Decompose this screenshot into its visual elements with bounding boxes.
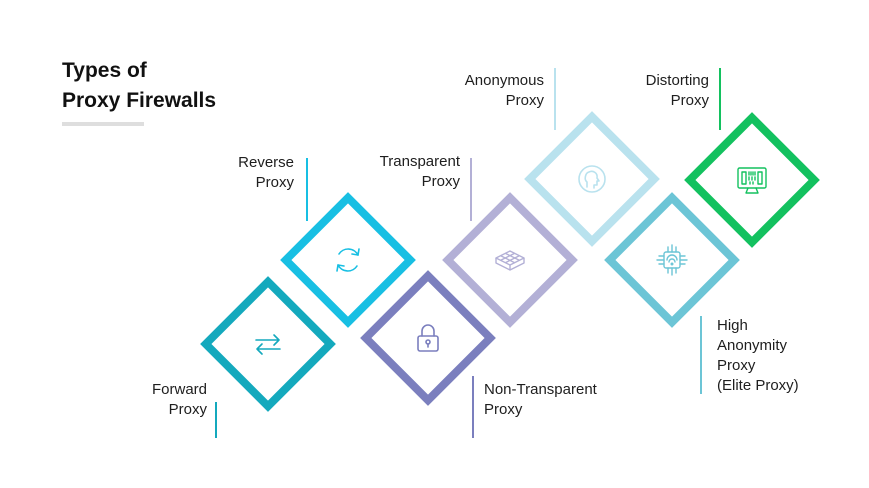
high-anonymity-proxy-label: High Anonymity Proxy (Elite Proxy) (717, 316, 799, 396)
non-transparent-proxy-label: Non-Transparent Proxy (484, 380, 597, 420)
high-anonymity-proxy-label-line-2: Anonymity (717, 337, 788, 354)
refresh-cycle-icon (336, 248, 360, 272)
non-transparent-proxy-leader (472, 376, 474, 438)
non-transparent-proxy-label-line-2: Proxy (484, 401, 523, 418)
anonymous-proxy-label: Anonymous Proxy (465, 71, 544, 111)
incognito-head-icon (578, 165, 606, 193)
chip-circuit-icon (656, 244, 688, 276)
cube-grid-icon (495, 250, 525, 271)
high-anonymity-proxy-label-line-3: Proxy (717, 357, 756, 374)
anonymous-proxy-label-line-1: Anonymous (464, 72, 544, 89)
anonymous-proxy-leader (554, 68, 556, 130)
lock-icon (417, 324, 439, 352)
transparent-proxy-leader (470, 158, 472, 221)
forward-proxy-leader (215, 402, 217, 438)
anonymous-proxy-label-line-2: Proxy (505, 92, 544, 109)
transparent-proxy-label-line-2: Proxy (421, 173, 460, 190)
title-line-1: Types of (62, 59, 147, 82)
high-anonymity-proxy-leader (700, 316, 702, 394)
forward-proxy-label: Forward Proxy (152, 380, 207, 420)
high-anonymity-proxy-label-line-1: High (717, 317, 748, 334)
transparent-proxy-label: Transparent Proxy (380, 152, 460, 192)
high-anonymity-proxy-label-line-4: (Elite Proxy) (717, 377, 799, 394)
transparent-proxy-label-line-1: Transparent (379, 153, 460, 170)
distorting-proxy-label-line-2: Proxy (670, 92, 709, 109)
title-underline (62, 122, 144, 126)
reverse-proxy-label-line-2: Proxy (255, 174, 294, 191)
diagram-title: Types of Proxy Firewalls (62, 56, 216, 116)
arrows-exchange-icon (255, 334, 281, 355)
distorting-proxy-label-line-1: Distorting (645, 72, 709, 89)
forward-proxy-label-line-1: Forward (151, 381, 207, 398)
title-line-2: Proxy Firewalls (62, 89, 217, 112)
binary-monitor-icon (737, 167, 767, 194)
forward-proxy-label-line-2: Proxy (168, 401, 207, 418)
non-transparent-proxy-label-line-1: Non-Transparent (484, 381, 597, 398)
reverse-proxy-leader (306, 158, 308, 221)
reverse-proxy-label-line-1: Reverse (238, 154, 294, 171)
reverse-proxy-label: Reverse Proxy (238, 153, 294, 193)
distorting-proxy-label: Distorting Proxy (646, 71, 709, 111)
distorting-proxy-leader (719, 68, 721, 130)
